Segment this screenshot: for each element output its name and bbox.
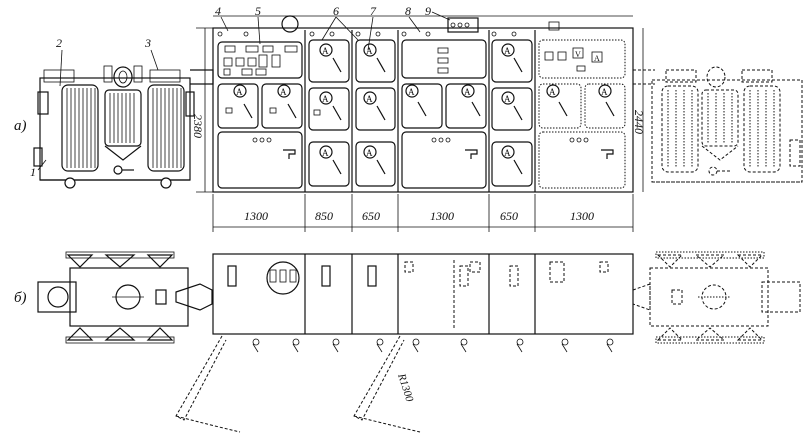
height-dimension-left: 2380 xyxy=(191,27,215,193)
ammeter-icon: A xyxy=(504,94,511,104)
width-label: 1300 xyxy=(570,209,594,223)
height-label-left: 2380 xyxy=(191,114,205,138)
callout-4: 4 xyxy=(215,4,221,18)
width-dimensions: 1300 850 650 1300 650 1300 xyxy=(212,194,634,232)
ammeter-icon: A xyxy=(549,87,556,97)
ammeter-icon: A xyxy=(236,87,243,97)
radiator-left xyxy=(61,84,99,172)
view-label-b: б) xyxy=(14,290,27,306)
width-label: 1300 xyxy=(430,209,454,223)
width-label: 650 xyxy=(362,209,380,223)
ammeter-icon: A xyxy=(366,46,373,56)
height-dimension-right: 2440 xyxy=(632,28,646,192)
cabinet-3: A A A xyxy=(355,30,399,192)
callout-3: 3 xyxy=(144,36,151,50)
ammeter-icon: A xyxy=(322,46,329,56)
top-busbar-box xyxy=(447,17,479,33)
door-swing-arcs: R1300 xyxy=(175,335,421,433)
voltmeter-icon: V xyxy=(575,50,581,59)
cabinet-1: A A xyxy=(217,30,306,192)
top-insulator xyxy=(281,15,299,33)
right-transformer-plan xyxy=(632,251,801,344)
callout-1: 1 xyxy=(30,165,36,179)
ammeter-icon: A xyxy=(504,46,511,56)
view-label-a: а) xyxy=(14,118,27,134)
ammeter-icon: A xyxy=(280,87,287,97)
radiator-right xyxy=(147,84,185,172)
ammeter-icon: A xyxy=(366,148,373,158)
width-label: 650 xyxy=(500,209,518,223)
callout-7: 7 xyxy=(370,4,377,18)
ammeter-icon: A xyxy=(504,148,511,158)
height-label-right: 2440 xyxy=(632,110,646,134)
ammeter-icon: A xyxy=(322,94,329,104)
callout-5: 5 xyxy=(255,4,261,18)
callout-2: 2 xyxy=(56,36,62,50)
ammeter-icon: A xyxy=(322,148,329,158)
ammeter-icon: A xyxy=(594,54,600,63)
switchgear-assembly xyxy=(212,27,634,193)
ammeter-icon: A xyxy=(408,87,415,97)
right-transformer xyxy=(633,66,803,183)
callout-9: 9 xyxy=(425,4,431,18)
left-transformer xyxy=(33,65,214,189)
ammeter-icon: A xyxy=(601,87,608,97)
ammeter-icon: A xyxy=(366,94,373,104)
cabinet-2: A A A xyxy=(308,30,353,192)
callout-8: 8 xyxy=(405,4,411,18)
callout-6: 6 xyxy=(333,4,339,18)
cabinet-5: A A A xyxy=(491,30,536,192)
cabinet-4: A A xyxy=(401,30,490,192)
cabinet-6: V A A A xyxy=(538,39,626,189)
width-label: 1300 xyxy=(244,209,268,223)
width-label: 850 xyxy=(315,209,333,223)
left-transformer-plan xyxy=(37,251,213,344)
radius-label: R1300 xyxy=(395,371,416,403)
ammeter-icon: A xyxy=(464,87,471,97)
switchgear-plan xyxy=(212,253,634,353)
